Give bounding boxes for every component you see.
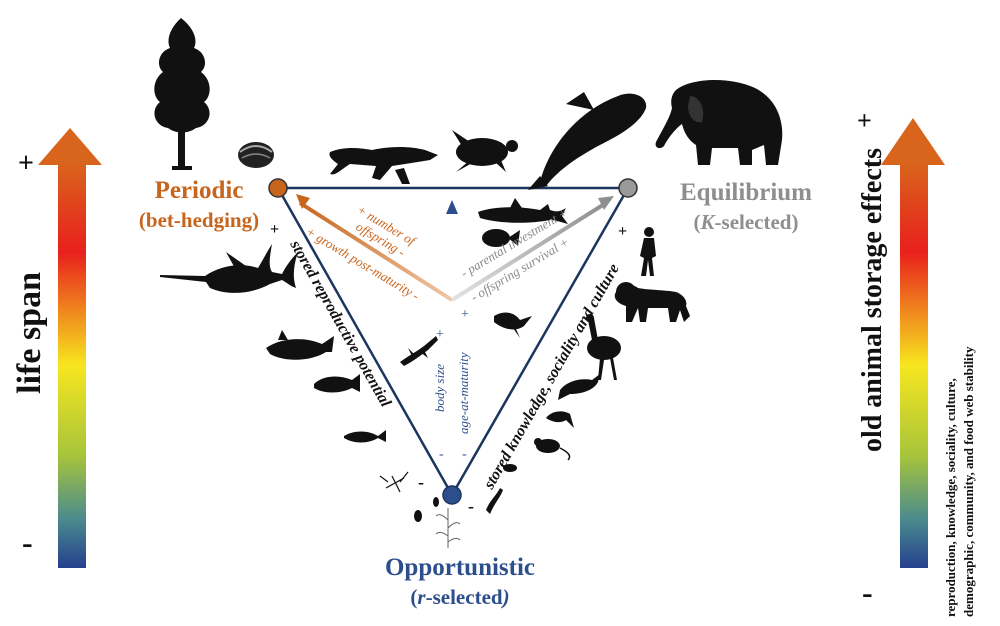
triangle-edges <box>276 186 630 496</box>
human-icon <box>640 227 656 276</box>
equilibrium-subtitle: (K-selected) <box>693 210 799 234</box>
mosquito-icon <box>379 471 409 493</box>
equilibrium-title: Equilibrium <box>680 179 812 206</box>
right-edge-label: stored knowledge, sociality and culture <box>480 261 623 493</box>
svg-text:stored knowledge, sociality an: stored knowledge, sociality and culture <box>480 261 623 493</box>
clam-icon <box>238 142 274 168</box>
body-size-label: body size <box>432 364 447 412</box>
right-edge-plus: + <box>618 223 627 240</box>
orca-icon <box>528 92 647 190</box>
equilibrium-label: Equilibrium (K-selected) <box>648 178 844 236</box>
left-edge-minus: - <box>418 472 424 492</box>
storage-note-line2: demographic, community, and food web sta… <box>961 346 976 618</box>
elephant-icon <box>655 79 783 165</box>
swordfish-icon <box>160 244 298 293</box>
opportunistic-title: Opportunistic <box>384 554 536 581</box>
life-span-label: life span <box>11 272 48 394</box>
periodic-subtitle: (bet-hedging) <box>138 208 260 232</box>
seabird-icon <box>494 312 532 338</box>
mouse-icon <box>534 438 571 461</box>
storage-plus: + <box>857 106 872 135</box>
periodic-label: Periodic (bet-hedging) <box>124 176 274 234</box>
body-size-minus: - <box>439 447 444 462</box>
life-span-minus: - <box>22 524 33 560</box>
sea-turtle-icon <box>452 130 518 172</box>
plant-icon <box>435 508 461 548</box>
right-edge-minus: - <box>468 496 474 516</box>
fish-icon <box>344 430 386 443</box>
opportunistic-label: Opportunistic (r-selected) <box>330 553 590 611</box>
bird-icon <box>558 374 600 400</box>
opportunistic-axis-arrow <box>446 200 458 492</box>
equilibrium-axis-arrow <box>450 196 614 302</box>
left-edge-plus: + <box>270 221 279 238</box>
lizard-icon <box>486 488 503 514</box>
mouse-icon <box>503 464 517 472</box>
life-span-plus: + <box>18 148 34 179</box>
storage-effects-label: old animal storage effects <box>857 148 888 453</box>
body-size-plus: + <box>436 327 444 342</box>
life-span-arrow <box>38 128 102 568</box>
fish-icon <box>266 330 334 360</box>
age-minus: - <box>462 447 467 462</box>
storage-effects-note: reproduction, knowledge, sociality, cult… <box>942 147 978 618</box>
periodic-title: Periodic <box>154 177 244 204</box>
lion-icon <box>614 282 690 322</box>
opportunistic-subtitle: (r-selected) <box>410 585 510 609</box>
shark-icon <box>478 198 568 224</box>
equilibrium-node <box>618 178 638 198</box>
lizard-icon <box>400 336 438 366</box>
age-at-maturity-label: age-at-maturity <box>456 352 471 434</box>
periodic-node <box>268 178 288 198</box>
tadpole-icon <box>414 497 439 522</box>
tree-icon <box>154 18 210 170</box>
reef-fish-icon <box>482 229 520 247</box>
age-plus: + <box>461 307 469 322</box>
periodic-axis-arrow <box>296 194 454 302</box>
storage-minus: - <box>862 574 873 610</box>
opportunistic-node <box>442 485 462 505</box>
fish-icon <box>314 374 360 393</box>
storage-effects-arrow <box>881 118 945 568</box>
cassowary-icon <box>586 314 621 380</box>
storage-note-line1: reproduction, knowledge, sociality, cult… <box>943 378 958 617</box>
bird-icon <box>546 411 574 428</box>
crocodile-icon <box>329 147 438 184</box>
